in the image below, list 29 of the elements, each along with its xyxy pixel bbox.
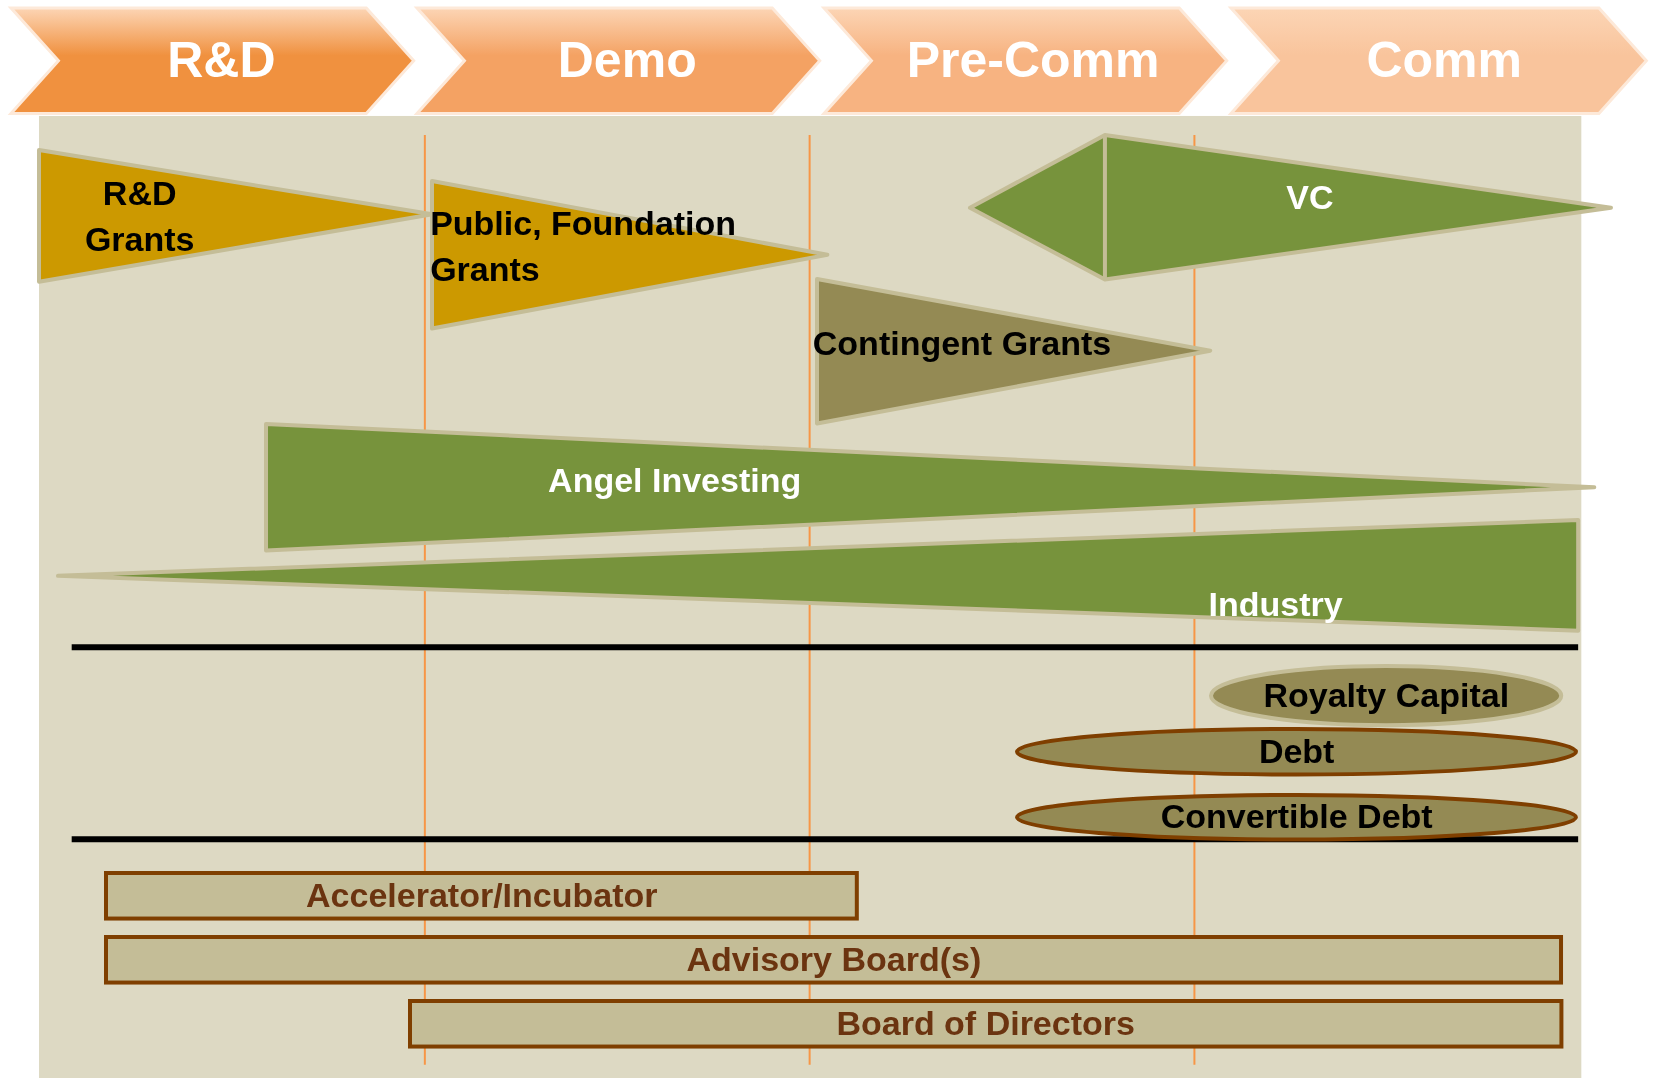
- funding-ellipse: [1015, 727, 1579, 777]
- funding-label: Angel Investing: [547, 459, 803, 501]
- funding-triangle: [39, 149, 433, 282]
- funding-ellipse: [1209, 664, 1564, 728]
- funding-label: Convertible Debt: [1159, 796, 1434, 838]
- funding-triangle: [57, 519, 1579, 631]
- funding-label: Industry: [1207, 584, 1344, 626]
- stage-label: R&D: [166, 31, 277, 91]
- stage-header: [824, 8, 1228, 114]
- funding-triangle: [265, 423, 1594, 551]
- stage-header: [10, 8, 414, 114]
- stage-label: Comm: [1365, 31, 1524, 91]
- funding-ellipse: [1015, 792, 1579, 842]
- support-bar: [104, 935, 1564, 985]
- funding-label: VC: [1285, 177, 1335, 219]
- funding-label: R&D Grants: [83, 173, 196, 261]
- stage-header: [1231, 8, 1647, 114]
- funding-triangle: [432, 181, 828, 329]
- funding-label: Debt: [1257, 731, 1336, 773]
- stage-label: Demo: [556, 31, 698, 91]
- funding-double-triangle: [969, 134, 1611, 280]
- stage-header: [417, 8, 821, 114]
- bar-label: Advisory Board(s): [685, 938, 983, 980]
- bar-label: Accelerator/Incubator: [305, 874, 659, 916]
- funding-label: Royalty Capital: [1262, 674, 1511, 716]
- support-bar: [407, 999, 1564, 1049]
- stage-label: Pre-Comm: [905, 31, 1161, 91]
- support-bar: [104, 870, 860, 921]
- bar-label: Board of Directors: [835, 1003, 1136, 1045]
